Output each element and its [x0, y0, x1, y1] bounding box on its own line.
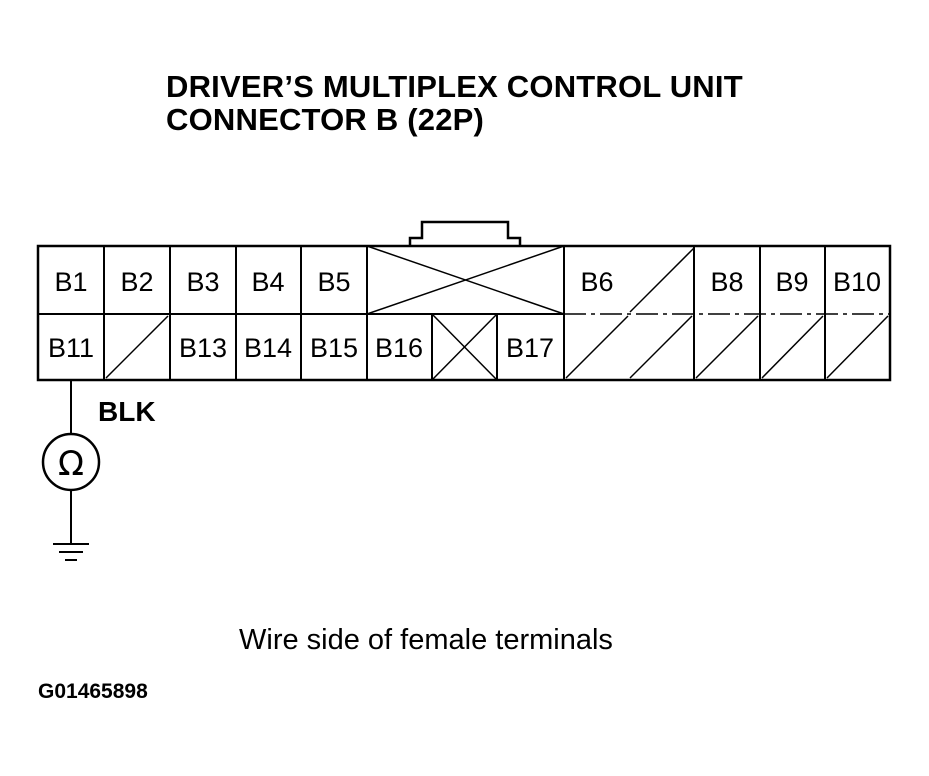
cavity-label: B17 — [506, 333, 554, 363]
cavity-label: B13 — [179, 333, 227, 363]
ohm-icon: Ω — [58, 444, 84, 484]
cavity-label: B11 — [48, 333, 94, 363]
cavity-label: B2 — [120, 267, 153, 297]
unused-cavities-bottom-right — [565, 315, 889, 379]
cavity-B15: B15 — [310, 333, 358, 363]
title-line-2: CONNECTOR B (22P) — [166, 102, 485, 137]
blocked-cavity-bottom — [431, 313, 498, 381]
connector-lock-tab — [408, 220, 522, 246]
cavity-B16: B16 — [375, 333, 423, 363]
cavity-B17: B17 — [506, 333, 554, 363]
figure-id: G01465898 — [38, 680, 148, 703]
cavity-B5: B5 — [317, 267, 350, 297]
cavity-B3: B3 — [186, 267, 219, 297]
cavity-label: B16 — [375, 333, 423, 363]
ground-icon — [53, 543, 89, 561]
cavity-B9: B9 — [775, 267, 808, 297]
cavity-B13: B13 — [179, 333, 227, 363]
cavity-B14: B14 — [244, 333, 292, 363]
cavity-B2: B2 — [120, 267, 153, 297]
cavity-B1: B1 — [54, 267, 87, 297]
cavity-label: B4 — [251, 267, 284, 297]
cavity-B6: B6 — [580, 247, 695, 313]
cavity-label: B14 — [244, 333, 292, 363]
diagram-caption: Wire side of female terminals — [239, 624, 613, 656]
blocked-cavity-top — [366, 245, 565, 315]
cavity-B11: B11 — [48, 333, 94, 363]
cavity-B10: B10 — [833, 267, 881, 297]
cavity-label: B6 — [580, 267, 613, 297]
cavity-B8: B8 — [710, 267, 743, 297]
cavity-label: B8 — [710, 267, 743, 297]
diagram-title: DRIVER’S MULTIPLEX CONTROL UNIT CONNECTO… — [166, 70, 743, 136]
cavity-B4: B4 — [251, 267, 284, 297]
cavity-label: B3 — [186, 267, 219, 297]
cavity-label: B1 — [54, 267, 87, 297]
wire-color-label: BLK — [98, 396, 156, 427]
unused-cavity-B12 — [105, 315, 169, 379]
title-line-1: DRIVER’S MULTIPLEX CONTROL UNIT — [166, 69, 743, 104]
cavity-label: B5 — [317, 267, 350, 297]
cavity-label: B10 — [833, 267, 881, 297]
cavity-label: B15 — [310, 333, 358, 363]
cavity-label: B9 — [775, 267, 808, 297]
